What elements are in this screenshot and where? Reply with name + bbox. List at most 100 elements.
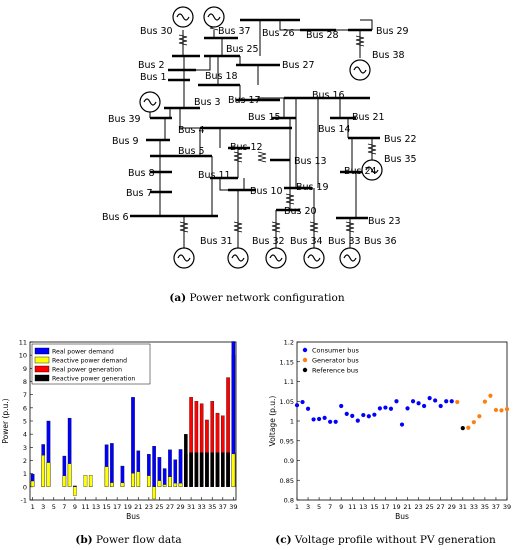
bus-label: Bus 7 xyxy=(126,188,153,199)
volt-ytick-label: 0.9 xyxy=(284,457,294,465)
bus-label: Bus 2 xyxy=(138,60,165,71)
bus-label: Bus 9 xyxy=(112,136,139,147)
volt-xtick-label: 15 xyxy=(370,503,378,511)
flow-xtick-label: 9 xyxy=(73,503,77,511)
voltage-point xyxy=(466,425,471,430)
bus-label: Bus 5 xyxy=(178,146,205,157)
volt-xtick-label: 7 xyxy=(328,503,332,511)
voltage-point xyxy=(383,405,388,410)
legend-entry: Real power demand xyxy=(52,349,114,356)
bus-label: Bus 14 xyxy=(318,124,351,135)
flow-xtick-label: 29 xyxy=(176,503,184,511)
bar-reactive-generation xyxy=(215,452,220,487)
bar-reactive-generation xyxy=(205,452,209,487)
bus-label: Bus 1 xyxy=(140,72,167,83)
volt-ytick-label: 1.05 xyxy=(280,398,294,406)
flow-xtick-label: 31 xyxy=(187,503,195,511)
bus-label: Bus 36 xyxy=(364,236,397,247)
flow-ytick-label: 1 xyxy=(23,470,27,478)
volt-xtick-label: 1 xyxy=(295,503,299,511)
voltage-point xyxy=(433,398,438,403)
bar-reactive-demand xyxy=(152,486,156,500)
flow-xtick-label: 27 xyxy=(166,503,174,511)
caption-b-tag: (b) xyxy=(75,534,93,546)
volt-xtick-label: 29 xyxy=(448,503,456,511)
flow-xtick-label: 37 xyxy=(219,503,227,511)
legend-entry: Generator bus xyxy=(312,356,359,364)
flow-xtick-label: 21 xyxy=(134,503,142,511)
bar-real-demand xyxy=(152,445,156,487)
voltage-point xyxy=(394,399,399,404)
flow-xtick-label: 19 xyxy=(124,503,132,511)
flow-ytick-label: 5 xyxy=(23,418,27,426)
bar-reactive-demand xyxy=(157,480,162,487)
bar-reactive-generation xyxy=(194,452,199,487)
volt-xtick-label: 35 xyxy=(481,503,489,511)
bar-real-demand xyxy=(173,459,178,487)
volt-xtick-label: 9 xyxy=(339,503,343,511)
bus-label: Bus 26 xyxy=(262,28,295,39)
volt-xtick-label: 31 xyxy=(459,503,467,511)
bus-label: Bus 28 xyxy=(306,30,339,41)
bar-real-demand xyxy=(162,468,167,487)
voltage-point xyxy=(455,399,460,405)
voltage-point xyxy=(339,403,344,409)
caption-c-tag: (c) xyxy=(275,534,292,546)
bar-reactive-generation xyxy=(184,434,188,487)
bar-reactive-generation xyxy=(189,452,193,487)
bar-reactive-generation xyxy=(210,452,215,487)
flow-xtick-label: 7 xyxy=(62,503,66,511)
voltage-point xyxy=(438,403,443,409)
bus-label: Bus 35 xyxy=(384,154,417,165)
legend-marker xyxy=(302,357,308,363)
bus-label: Bus 25 xyxy=(226,44,259,55)
flow-ytick-label: 11 xyxy=(19,339,27,347)
bar-reactive-demand xyxy=(162,484,167,487)
voltage-point xyxy=(488,393,493,398)
voltage-point xyxy=(317,416,322,422)
bus-label: Bus 34 xyxy=(290,236,323,247)
bus-label: Bus 37 xyxy=(218,26,251,37)
legend-marker xyxy=(302,347,308,353)
voltage-point xyxy=(300,399,305,405)
flow-xtick-label: 13 xyxy=(92,503,100,511)
volt-xtick-label: 5 xyxy=(317,503,321,511)
bus-label: Bus 13 xyxy=(294,156,327,167)
bus-label: Bus 3 xyxy=(194,97,221,108)
bar-reactive-demand xyxy=(73,486,77,496)
bus-label: Bus 23 xyxy=(368,216,401,227)
bar-reactive-generation xyxy=(221,452,225,487)
caption-a-text: Power network configuration xyxy=(189,292,345,304)
flow-ytick-label: -1 xyxy=(21,497,27,505)
bar-reactive-demand xyxy=(110,482,114,487)
caption-c-text: Voltage profile without PV generation xyxy=(294,534,496,546)
voltage-point xyxy=(471,420,476,425)
volt-ytick-label: 1.15 xyxy=(280,358,294,366)
legend-entry: Reference bus xyxy=(312,366,359,374)
flow-ylabel: Power (p.u.) xyxy=(1,398,10,443)
bus-label: Bus 27 xyxy=(282,60,315,71)
caption-b-text: Power flow data xyxy=(95,534,182,546)
volt-xtick-label: 33 xyxy=(470,503,478,511)
voltage-point xyxy=(427,395,432,401)
flow-ytick-label: 10 xyxy=(19,352,27,360)
voltage-point xyxy=(294,403,300,408)
bar-reactive-generation xyxy=(226,452,230,487)
bus-label: Bus 18 xyxy=(205,71,238,82)
volt-ytick-label: 1 xyxy=(290,418,294,426)
bus-label: Bus 33 xyxy=(328,236,361,247)
bus-label: Bus 22 xyxy=(384,134,417,145)
volt-xtick-label: 25 xyxy=(425,503,433,511)
bar-reactive-demand xyxy=(67,463,72,487)
flow-xtick-label: 15 xyxy=(102,503,110,511)
bus-label: Bus 11 xyxy=(198,170,231,181)
voltage-point xyxy=(422,403,427,409)
bar-reactive-demand xyxy=(136,471,141,487)
voltage-point xyxy=(493,407,499,413)
caption-a: (a) Power network configuration xyxy=(0,292,514,304)
bar-reactive-demand xyxy=(46,462,51,487)
volt-xlabel: Bus xyxy=(395,512,409,521)
